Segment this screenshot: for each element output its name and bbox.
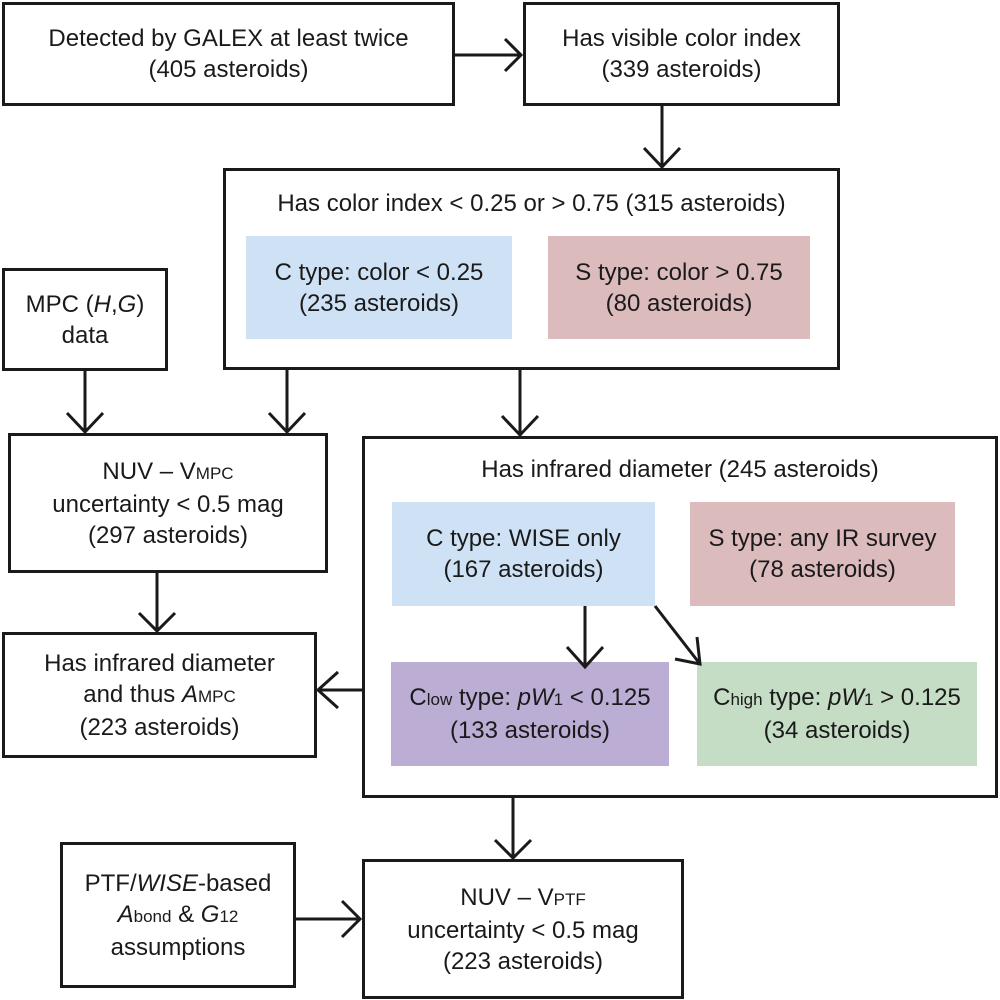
arrow-galex-to-visible xyxy=(455,37,524,73)
container-title: Has color index < 0.25 or > 0.75 (315 as… xyxy=(277,190,786,217)
node-s-type-ir: S type: any IR survey (78 asteroids) xyxy=(690,502,955,606)
node-label: S type: color > 0.75 xyxy=(575,258,783,286)
subscript: MPC xyxy=(197,686,236,706)
node-count: (235 asteroids) xyxy=(298,289,460,317)
arrow-irdiameter-to-nuvptf xyxy=(493,798,533,861)
node-condition: uncertainty < 0.5 mag xyxy=(52,490,284,518)
subscript: low xyxy=(426,690,453,709)
text: , xyxy=(111,290,118,318)
node-label-2: Abond & G12 xyxy=(118,899,239,932)
arrow-colorindex-to-nuvmpc xyxy=(267,370,307,435)
text: -based xyxy=(197,869,272,897)
node-label: Chigh type: pW1 > 0.125 xyxy=(713,682,961,715)
node-label: MPC (H,G) xyxy=(26,289,145,320)
node-condition: uncertainty < 0.5 mag xyxy=(407,916,639,944)
node-label-2: data xyxy=(61,321,109,349)
node-count: (297 asteroids) xyxy=(87,521,249,549)
text: > 0.125 xyxy=(873,684,961,711)
text: C xyxy=(409,684,427,711)
text: NUV – V xyxy=(102,457,196,485)
arrow-ptfwise-to-nuvptf xyxy=(296,899,363,939)
node-count: (405 asteroids) xyxy=(148,56,309,83)
node-count: (339 asteroids) xyxy=(601,56,762,83)
node-label: Has infrared diameter xyxy=(44,649,275,677)
node-label-3: assumptions xyxy=(110,933,246,961)
arrow-nuvmpc-to-irampc xyxy=(137,573,177,634)
node-label: C type: color < 0.25 xyxy=(274,258,484,286)
text: ) xyxy=(136,290,145,318)
node-visible-color-index: Has visible color index (339 asteroids) xyxy=(523,2,840,106)
node-label: NUV – VPTF xyxy=(460,882,585,915)
node-c-low: Clow type: pW1 < 0.125 (133 asteroids) xyxy=(391,662,669,766)
node-label: S type: any IR survey xyxy=(708,525,937,552)
text: PTF/ xyxy=(84,869,137,897)
node-label: Detected by GALEX at least twice xyxy=(48,25,409,52)
text: and thus xyxy=(83,680,182,708)
node-count: (223 asteroids) xyxy=(442,947,604,975)
var-w: W xyxy=(531,684,554,711)
container-title: Has infrared diameter (245 asteroids) xyxy=(481,456,879,483)
node-label: C type: WISE only xyxy=(426,525,621,552)
node-count: (133 asteroids) xyxy=(449,717,611,744)
subscript: 12 xyxy=(219,906,239,926)
node-nuv-vmpc: NUV – VMPC uncertainty < 0.5 mag (297 as… xyxy=(8,433,328,573)
node-label: Clow type: pW1 < 0.125 xyxy=(409,682,650,715)
node-c-type-wise: C type: WISE only (167 asteroids) xyxy=(392,502,655,606)
node-ir-ampc: Has infrared diameter and thus AMPC (223… xyxy=(2,632,317,758)
var-a: A xyxy=(181,680,198,708)
node-galex-detected: Detected by GALEX at least twice (405 as… xyxy=(2,2,455,106)
var-h: H xyxy=(93,290,111,318)
node-count: (80 asteroids) xyxy=(605,289,753,317)
subscript: 1 xyxy=(553,690,564,709)
text-wise: WISE xyxy=(136,869,198,897)
var-p: p xyxy=(827,684,842,711)
node-ptf-wise-assumptions: PTF/WISE-based Abond & G12 assumptions xyxy=(60,842,296,988)
subscript: bond xyxy=(133,906,172,926)
text: NUV – V xyxy=(460,883,554,911)
node-label: NUV – VMPC xyxy=(102,456,233,489)
arrow-visible-to-colorindex xyxy=(642,106,682,170)
var-p: p xyxy=(517,684,532,711)
var-g: G xyxy=(117,290,137,318)
node-c-high: Chigh type: pW1 > 0.125 (34 asteroids) xyxy=(697,662,977,766)
node-count: (34 asteroids) xyxy=(763,717,911,744)
arrow-mpc-to-nuvmpc xyxy=(65,371,105,435)
text: type: xyxy=(762,684,828,711)
node-count: (78 asteroids) xyxy=(749,556,896,583)
text: & xyxy=(171,900,201,928)
node-nuv-vptf: NUV – VPTF uncertainty < 0.5 mag (223 as… xyxy=(362,859,684,999)
var-w: W xyxy=(841,684,864,711)
arrow-irdiameter-to-irampc xyxy=(315,670,362,710)
node-label: Has visible color index xyxy=(562,25,801,52)
node-mpc-data: MPC (H,G) data xyxy=(2,268,168,371)
text: < 0.125 xyxy=(563,684,651,711)
text: MPC ( xyxy=(25,290,94,318)
node-count: (167 asteroids) xyxy=(443,556,604,583)
arrow-colorindex-to-irdiameter xyxy=(500,370,540,438)
subscript: high xyxy=(730,690,763,709)
text: type: xyxy=(452,684,518,711)
node-s-type-color: S type: color > 0.75 (80 asteroids) xyxy=(548,236,810,339)
node-count: (223 asteroids) xyxy=(79,713,240,741)
subscript: MPC xyxy=(195,463,234,483)
node-label-2: and thus AMPC xyxy=(83,679,236,712)
node-label: PTF/WISE-based xyxy=(85,868,272,899)
subscript: 1 xyxy=(863,690,874,709)
subscript: PTF xyxy=(553,889,586,909)
text: C xyxy=(713,684,731,711)
node-c-type-color: C type: color < 0.25 (235 asteroids) xyxy=(246,236,512,339)
var-g: G xyxy=(200,900,220,928)
var-a: A xyxy=(117,900,134,928)
